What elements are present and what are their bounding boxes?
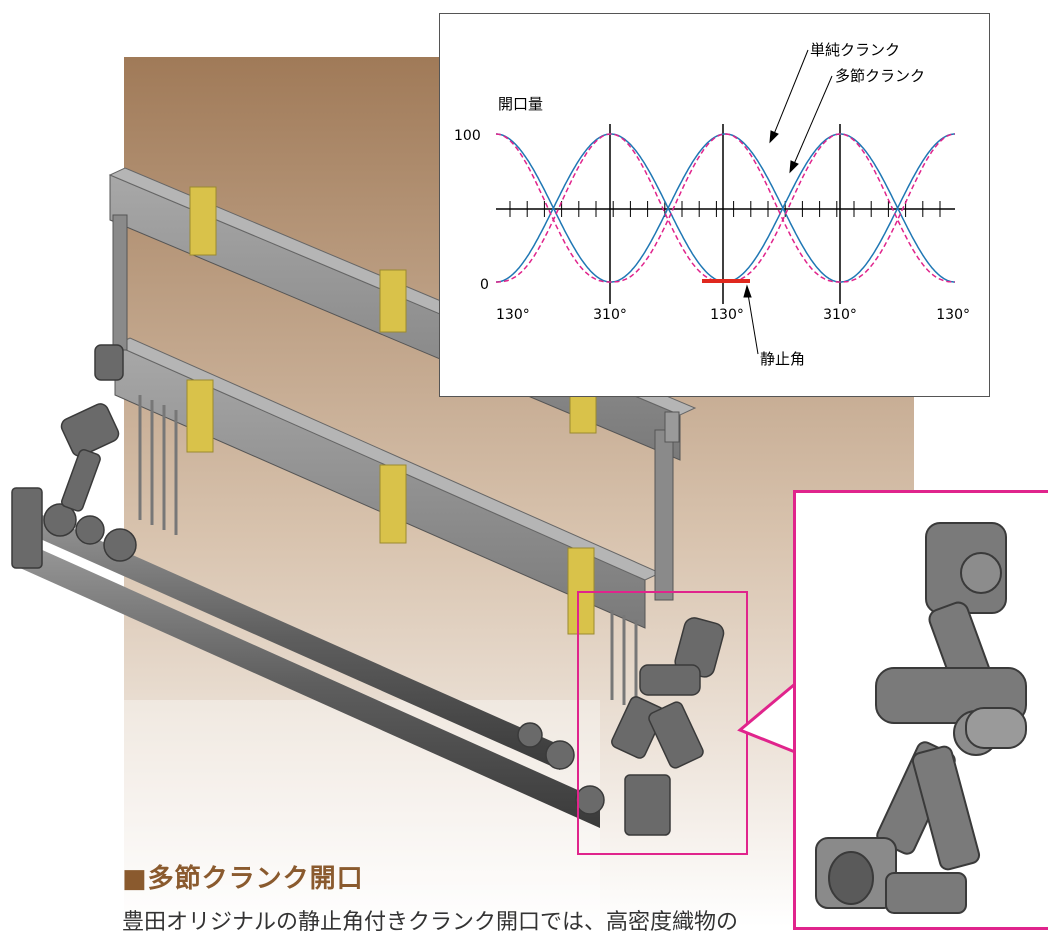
heddle-rods	[138, 395, 638, 710]
x-tick-label: 130°	[710, 307, 744, 323]
x-tick-label: 310°	[823, 307, 857, 323]
annotation-arrows	[743, 49, 833, 355]
left-post	[112, 214, 128, 351]
right-post-top	[664, 411, 680, 443]
section-title: ■多節クランク開口	[122, 858, 364, 895]
section-title-text: 多節クランク開口	[147, 864, 364, 894]
x-tick-label: 130°	[496, 307, 530, 323]
right-crank-mechanism	[517, 617, 725, 836]
zoom-detail-panel	[793, 490, 1048, 930]
series-line-1	[495, 133, 956, 283]
series-line-inverse-0	[496, 133, 955, 283]
drive-shaft-lower	[20, 540, 600, 828]
x-tick-label: 130°	[936, 307, 970, 323]
body-text: 豊田オリジナルの静止角付きクランク開口では、高密度織物の	[122, 910, 739, 935]
left-crank-mechanism	[11, 344, 137, 569]
y-tick-label: 100	[454, 128, 481, 144]
opening-chart: 開口量 100 0 130° 310° 130° 310° 130° 単純クラン…	[454, 41, 970, 368]
legend-multi-link-crank: 多節クランク	[835, 67, 925, 85]
bracket	[379, 269, 407, 333]
x-tick-label: 310°	[593, 307, 627, 323]
x-axis-ticks	[509, 201, 941, 217]
bracket	[189, 186, 217, 256]
bracket	[186, 379, 214, 453]
right-post	[654, 429, 674, 601]
callout-pointer	[737, 682, 796, 754]
dwell-angle-label: 静止角	[760, 350, 805, 368]
y-axis-label: 開口量	[498, 95, 543, 113]
opening-chart-panel: 開口量 100 0 130° 310° 130° 310° 130° 単純クラン…	[439, 13, 990, 397]
series-layer	[495, 133, 956, 283]
bracket	[379, 464, 407, 544]
legend-simple-crank: 単純クランク	[810, 41, 900, 59]
series-line-inverse-1	[496, 133, 955, 283]
zoomed-crank-illustration	[815, 522, 1027, 914]
y-tick-label: 0	[480, 277, 489, 293]
drive-shaft-upper	[20, 505, 560, 770]
series-line-0	[496, 133, 955, 283]
section-marker: ■	[122, 864, 148, 894]
